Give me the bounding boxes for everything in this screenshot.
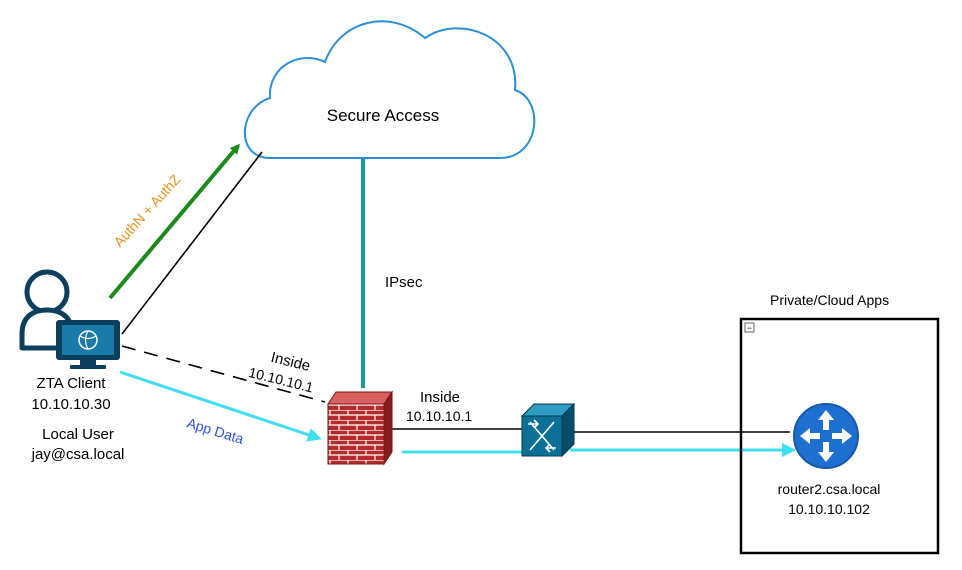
client-user-name: jay@csa.local [31,446,125,463]
zta-client-icon [19,269,120,369]
client-name: ZTA Client [37,375,107,392]
client-user-title: Local User [42,426,114,443]
auth-label: AuthN + AuthZ [110,171,183,250]
private-apps-container [739,317,940,555]
inside-ip-2: 10.10.10.1 [406,408,472,424]
secure-access-cloud: Secure Access [243,20,536,159]
firewall-icon [327,390,393,466]
cloud-label: Secure Access [327,106,439,125]
router-name: router2.csa.local [778,481,881,497]
router-ip: 10.10.10.102 [788,501,870,517]
inside-label-2: Inside [420,389,460,406]
ipsec-label: IPsec [385,274,423,291]
collapse-button[interactable]: − [744,322,755,333]
client-cloud-link [121,151,263,335]
app-data-arrow [119,370,322,442]
client-ip: 10.10.10.30 [31,396,110,413]
app-data-label: App Data [185,415,246,447]
collapse-glyph: − [747,323,752,333]
client-firewall-dashed-link [121,345,326,403]
private-apps-title: Private/Cloud Apps [770,292,889,308]
auth-arrow [108,143,240,300]
router-icon [793,403,859,469]
inside-label-diagonal: Inside 10.10.10.1 [247,349,315,396]
switch-icon [520,402,576,458]
